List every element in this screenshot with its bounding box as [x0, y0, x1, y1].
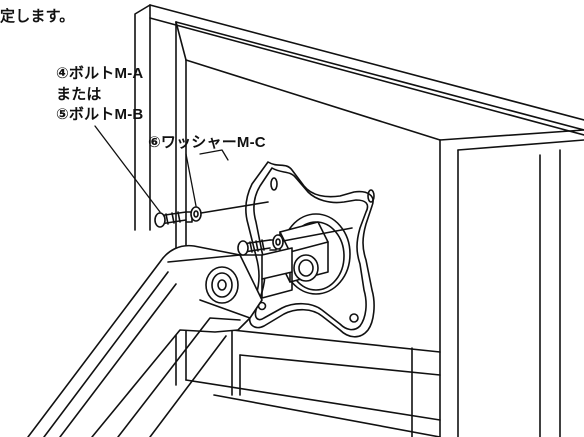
label-washer: ⑥ワッシャーM-C: [148, 134, 266, 151]
arm-joint: [261, 221, 329, 299]
caption-fragment: 定します。: [0, 8, 75, 25]
monitor-back-shell: [134, 4, 584, 437]
label-bolt-b: ⑤ボルトM-B: [56, 106, 144, 123]
bolt-washer-set-upper: [154, 201, 269, 228]
label-bolt-a: ④ボルトM-A: [56, 65, 144, 82]
bolt-washer-set-lower: [237, 227, 353, 256]
monitor-arm: [27, 244, 263, 437]
leader-lines: [94, 125, 229, 213]
label-or: または: [56, 86, 102, 103]
